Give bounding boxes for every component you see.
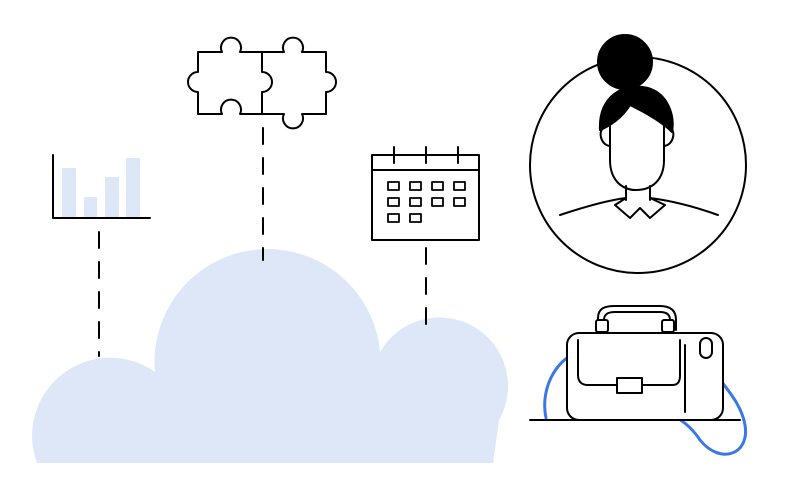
person-avatar-icon: [529, 34, 747, 274]
calendar-icon: [371, 146, 480, 241]
bag-icon: [529, 305, 747, 456]
bar-chart-icon: [52, 154, 151, 219]
cloud-icon: [32, 249, 509, 463]
puzzle-icon: [187, 36, 337, 130]
